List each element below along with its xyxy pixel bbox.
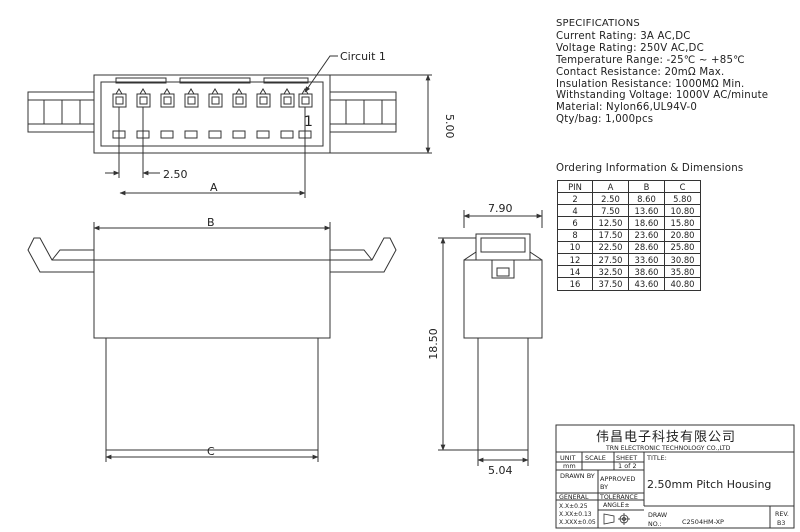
- cell: 43.60: [628, 277, 665, 291]
- bottom-width-dimension: 5.04: [488, 464, 513, 477]
- cell: 2: [557, 191, 593, 206]
- cell: 32.50: [592, 265, 629, 279]
- cell: 8.60: [628, 191, 665, 206]
- sheet-label: SHEET: [616, 454, 637, 462]
- specifications-block: SPECIFICATIONS Current Rating: 3A AC,DC …: [556, 18, 768, 126]
- header-a: A: [592, 180, 629, 193]
- part-number: C2504HM-XP: [682, 518, 724, 526]
- approved-by-label-1: APPROVED: [600, 475, 635, 483]
- tolerance-2: X.XX±0.13: [559, 511, 592, 518]
- cell: 20.80: [664, 228, 701, 242]
- product-title: 2.50mm Pitch Housing: [647, 478, 771, 491]
- tolerance-1: X.X±0.25: [559, 503, 588, 510]
- pin-one-label: 1: [304, 114, 313, 130]
- tolerance-label: TOLERANCE: [599, 494, 638, 501]
- front-view: [27, 55, 432, 198]
- cell: 5.80: [664, 191, 701, 206]
- spec-line: Qty/bag: 1,000pcs: [556, 114, 654, 126]
- specifications-title: SPECIFICATIONS: [556, 18, 640, 29]
- end-view: [438, 210, 543, 466]
- cell: 37.50: [592, 277, 629, 291]
- cell: 4: [557, 204, 593, 218]
- approved-by-label-2: BY: [600, 483, 608, 491]
- cell: 28.60: [628, 240, 665, 254]
- cell: 33.60: [628, 252, 665, 267]
- height-dimension: 5.00: [443, 114, 456, 139]
- total-height-dimension: 18.50: [427, 328, 440, 360]
- unit-label: UNIT: [560, 454, 576, 462]
- spec-line: Withstanding Voltage: 1000V AC/minute: [556, 90, 769, 102]
- header-pin: PIN: [557, 180, 593, 193]
- sheet-value: 1 of 2: [618, 462, 637, 470]
- cell: 23.60: [628, 228, 665, 242]
- cell: 13.60: [628, 204, 665, 218]
- cell: 17.50: [592, 228, 629, 242]
- cell: 25.80: [664, 240, 701, 254]
- pitch-dimension: 2.50: [163, 168, 188, 181]
- draw-label: DRAW: [648, 512, 668, 519]
- header-c: C: [664, 180, 701, 193]
- cell: 2.50: [592, 191, 629, 206]
- cell: 30.80: [664, 252, 701, 267]
- spec-line: Voltage Rating: 250V AC,DC: [556, 42, 704, 54]
- spec-line: Material: Nylon66,UL94V-0: [556, 102, 698, 114]
- cell: 7.50: [592, 204, 629, 218]
- unit-value: mm: [563, 462, 576, 470]
- cell: 18.60: [628, 216, 665, 230]
- spec-line: Contact Resistance: 20mΩ Max.: [556, 66, 725, 78]
- cell: 27.50: [592, 252, 629, 267]
- contact-cavities: [112, 88, 313, 108]
- angle-label: ANGLE±: [603, 502, 630, 509]
- rev-value: B3: [777, 520, 785, 527]
- cell: 10.80: [664, 204, 701, 218]
- circuit-label: Circuit 1: [340, 50, 386, 63]
- cell: 8: [557, 228, 593, 242]
- a-dimension-label: A: [210, 181, 218, 194]
- projection-symbol-icon: [603, 513, 630, 525]
- no-label: NO.:: [648, 521, 662, 528]
- ordering-title: Ordering Information & Dimensions: [556, 163, 744, 174]
- table-header-row: PIN A B C: [557, 180, 701, 193]
- general-label: GENERAL: [559, 494, 589, 501]
- header-b: B: [628, 180, 665, 193]
- spec-line: Current Rating: 3A AC,DC: [556, 30, 691, 42]
- scale-label: SCALE: [585, 454, 606, 462]
- cell: 6: [557, 216, 593, 230]
- cell: 10: [557, 240, 593, 254]
- cell: 35.80: [664, 265, 701, 279]
- spec-line: Insulation Resistance: 1000MΩ Min.: [556, 78, 745, 90]
- spec-line: Temperature Range: -25℃ ~ +85℃: [556, 54, 745, 66]
- cell: 12.50: [592, 216, 629, 230]
- cell: 15.80: [664, 216, 701, 230]
- side-view: [27, 222, 397, 462]
- cell: 16: [557, 277, 593, 291]
- company-name-cn: 伟昌电子科技有限公司: [596, 430, 736, 445]
- drawn-by-label: DRAWN BY: [560, 472, 595, 480]
- cell: 40.80: [664, 277, 701, 291]
- company-name-en: TRN ELECTRONIC TECHNOLOGY CO.,LTD: [605, 445, 731, 452]
- width-dimension: 7.90: [488, 202, 513, 215]
- c-dimension-label: C: [207, 445, 215, 458]
- cell: 22.50: [592, 240, 629, 254]
- cell: 14: [557, 265, 593, 279]
- cell: 38.60: [628, 265, 665, 279]
- title-label: TITLE:: [646, 454, 667, 462]
- cell: 12: [557, 252, 593, 267]
- rev-label: REV.: [775, 511, 789, 518]
- tolerance-3: X.XXX±0.05: [559, 519, 596, 526]
- title-block-frame: [555, 424, 795, 529]
- b-dimension-label: B: [207, 216, 215, 229]
